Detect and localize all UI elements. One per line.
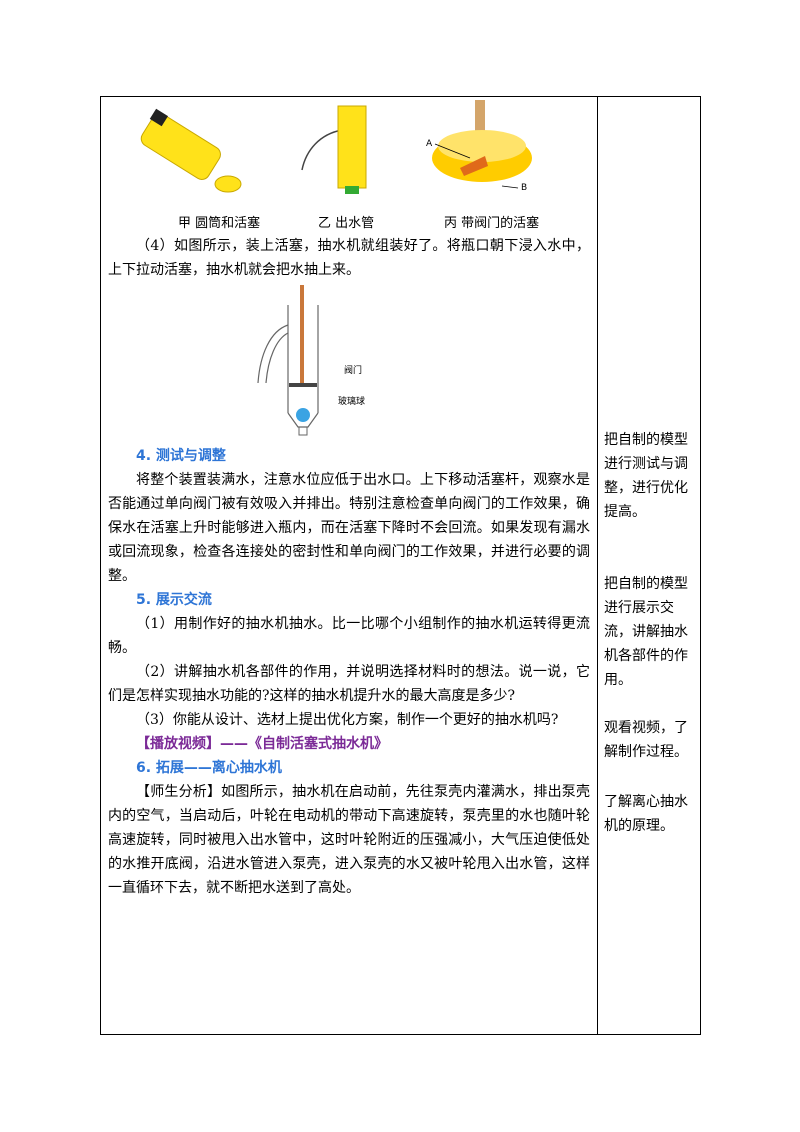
caption-jia: 甲 圆筒和活塞 xyxy=(178,216,261,231)
section-5-item-1: （1）用制作好的抽水机抽水。比一比哪个小组制作的抽水机运转得更流畅。 xyxy=(108,616,590,656)
cylinder-and-piston-image xyxy=(140,108,242,193)
caption-yi: 乙 出水管 xyxy=(318,216,375,231)
section-4-body: 将整个装置装满水，注意水位应低于出水口。上下移动活塞杆，观察水是否能通过单向阀门… xyxy=(108,472,590,584)
column-divider xyxy=(597,96,598,1035)
outlet-pipe-image xyxy=(301,105,367,194)
label-b: B xyxy=(521,183,528,193)
figure-assembled-pump xyxy=(257,285,319,436)
side-note-3: 观看视频，了解制作过程。 xyxy=(604,720,688,760)
video-link[interactable]: 【播放视频】——《自制活塞式抽水机》 xyxy=(136,736,388,752)
label-valve: 阀门 xyxy=(344,366,363,376)
section-4-title: 4. 测试与调整 xyxy=(136,448,226,464)
valve-piston-image xyxy=(432,100,532,189)
label-a: A xyxy=(426,139,433,149)
side-note-1: 把自制的模型进行测试与调整，进行优化提高。 xyxy=(604,432,688,520)
section-6-body: 【师生分析】如图所示，抽水机在启动前，先往泵壳内灌满水，排出泵壳内的空气，当启动… xyxy=(108,784,590,896)
step4-text: （4）如图所示，装上活塞，抽水机就组装好了。将瓶口朝下浸入水中，上下拉动活塞，抽… xyxy=(108,238,590,278)
section-5-item-2: （2）讲解抽水机各部件的作用，并说明选择材料时的想法。说一说，它们是怎样实现抽水… xyxy=(108,664,590,704)
caption-bing: 丙 带阀门的活塞 xyxy=(444,216,540,231)
section-6-title: 6. 拓展——离心抽水机 xyxy=(136,760,282,776)
table-frame xyxy=(100,96,701,1035)
side-note-2: 把自制的模型进行展示交流，讲解抽水机各部件的作用。 xyxy=(604,576,688,688)
section-5-title: 5. 展示交流 xyxy=(136,592,212,608)
label-glass-ball: 玻璃球 xyxy=(338,397,366,407)
side-note-4: 了解离心抽水机的原理。 xyxy=(604,794,688,834)
figure-parts xyxy=(140,100,532,194)
section-5-item-3: （3）你能从设计、选材上提出优化方案，制作一个更好的抽水机吗? xyxy=(136,712,559,728)
